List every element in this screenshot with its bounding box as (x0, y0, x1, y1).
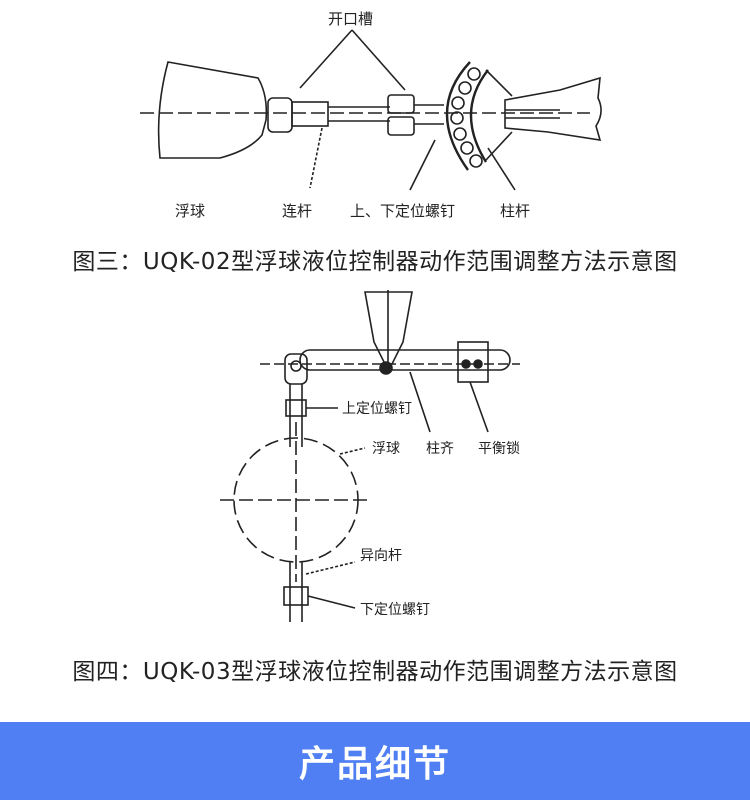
screws-label: 上、下定位螺钉 (350, 202, 455, 220)
figure-3-drawing: 开口槽 浮球 连杆 上、下定位螺钉 柱杆 (140, 10, 602, 220)
rod-label-4: 异向杆 (360, 548, 402, 564)
float-label: 浮球 (175, 202, 205, 220)
float-body (157, 61, 268, 159)
figure-4-drawing: 上定位螺钉 浮球 柱齐 平衡锁 异向杆 下定位螺钉 (220, 290, 520, 622)
figure-3-caption: 图三：UQK-02型浮球液位控制器动作范围调整方法示意图 (72, 249, 678, 275)
upper-screw-label: 上定位螺钉 (342, 401, 412, 417)
lower-screw-label: 下定位螺钉 (360, 602, 430, 618)
balance-lock-label: 平衡锁 (478, 441, 520, 457)
float-label-4: 浮球 (372, 441, 400, 457)
slot-label: 开口槽 (328, 10, 373, 28)
banner-title: 产品细节 (298, 744, 451, 785)
figure-4-caption: 图四：UQK-03型浮球液位控制器动作范围调整方法示意图 (72, 659, 678, 685)
post-label-4: 柱齐 (426, 441, 454, 457)
figure-3-diagram: 开口槽 浮球 连杆 上、下定位螺钉 柱杆 (0, 0, 750, 230)
rod-label: 连杆 (282, 202, 312, 220)
figure-4-diagram: 上定位螺钉 浮球 柱齐 平衡锁 异向杆 下定位螺钉 (0, 282, 750, 652)
post-label: 柱杆 (500, 202, 530, 220)
product-details-banner: 产品细节 (0, 722, 750, 800)
